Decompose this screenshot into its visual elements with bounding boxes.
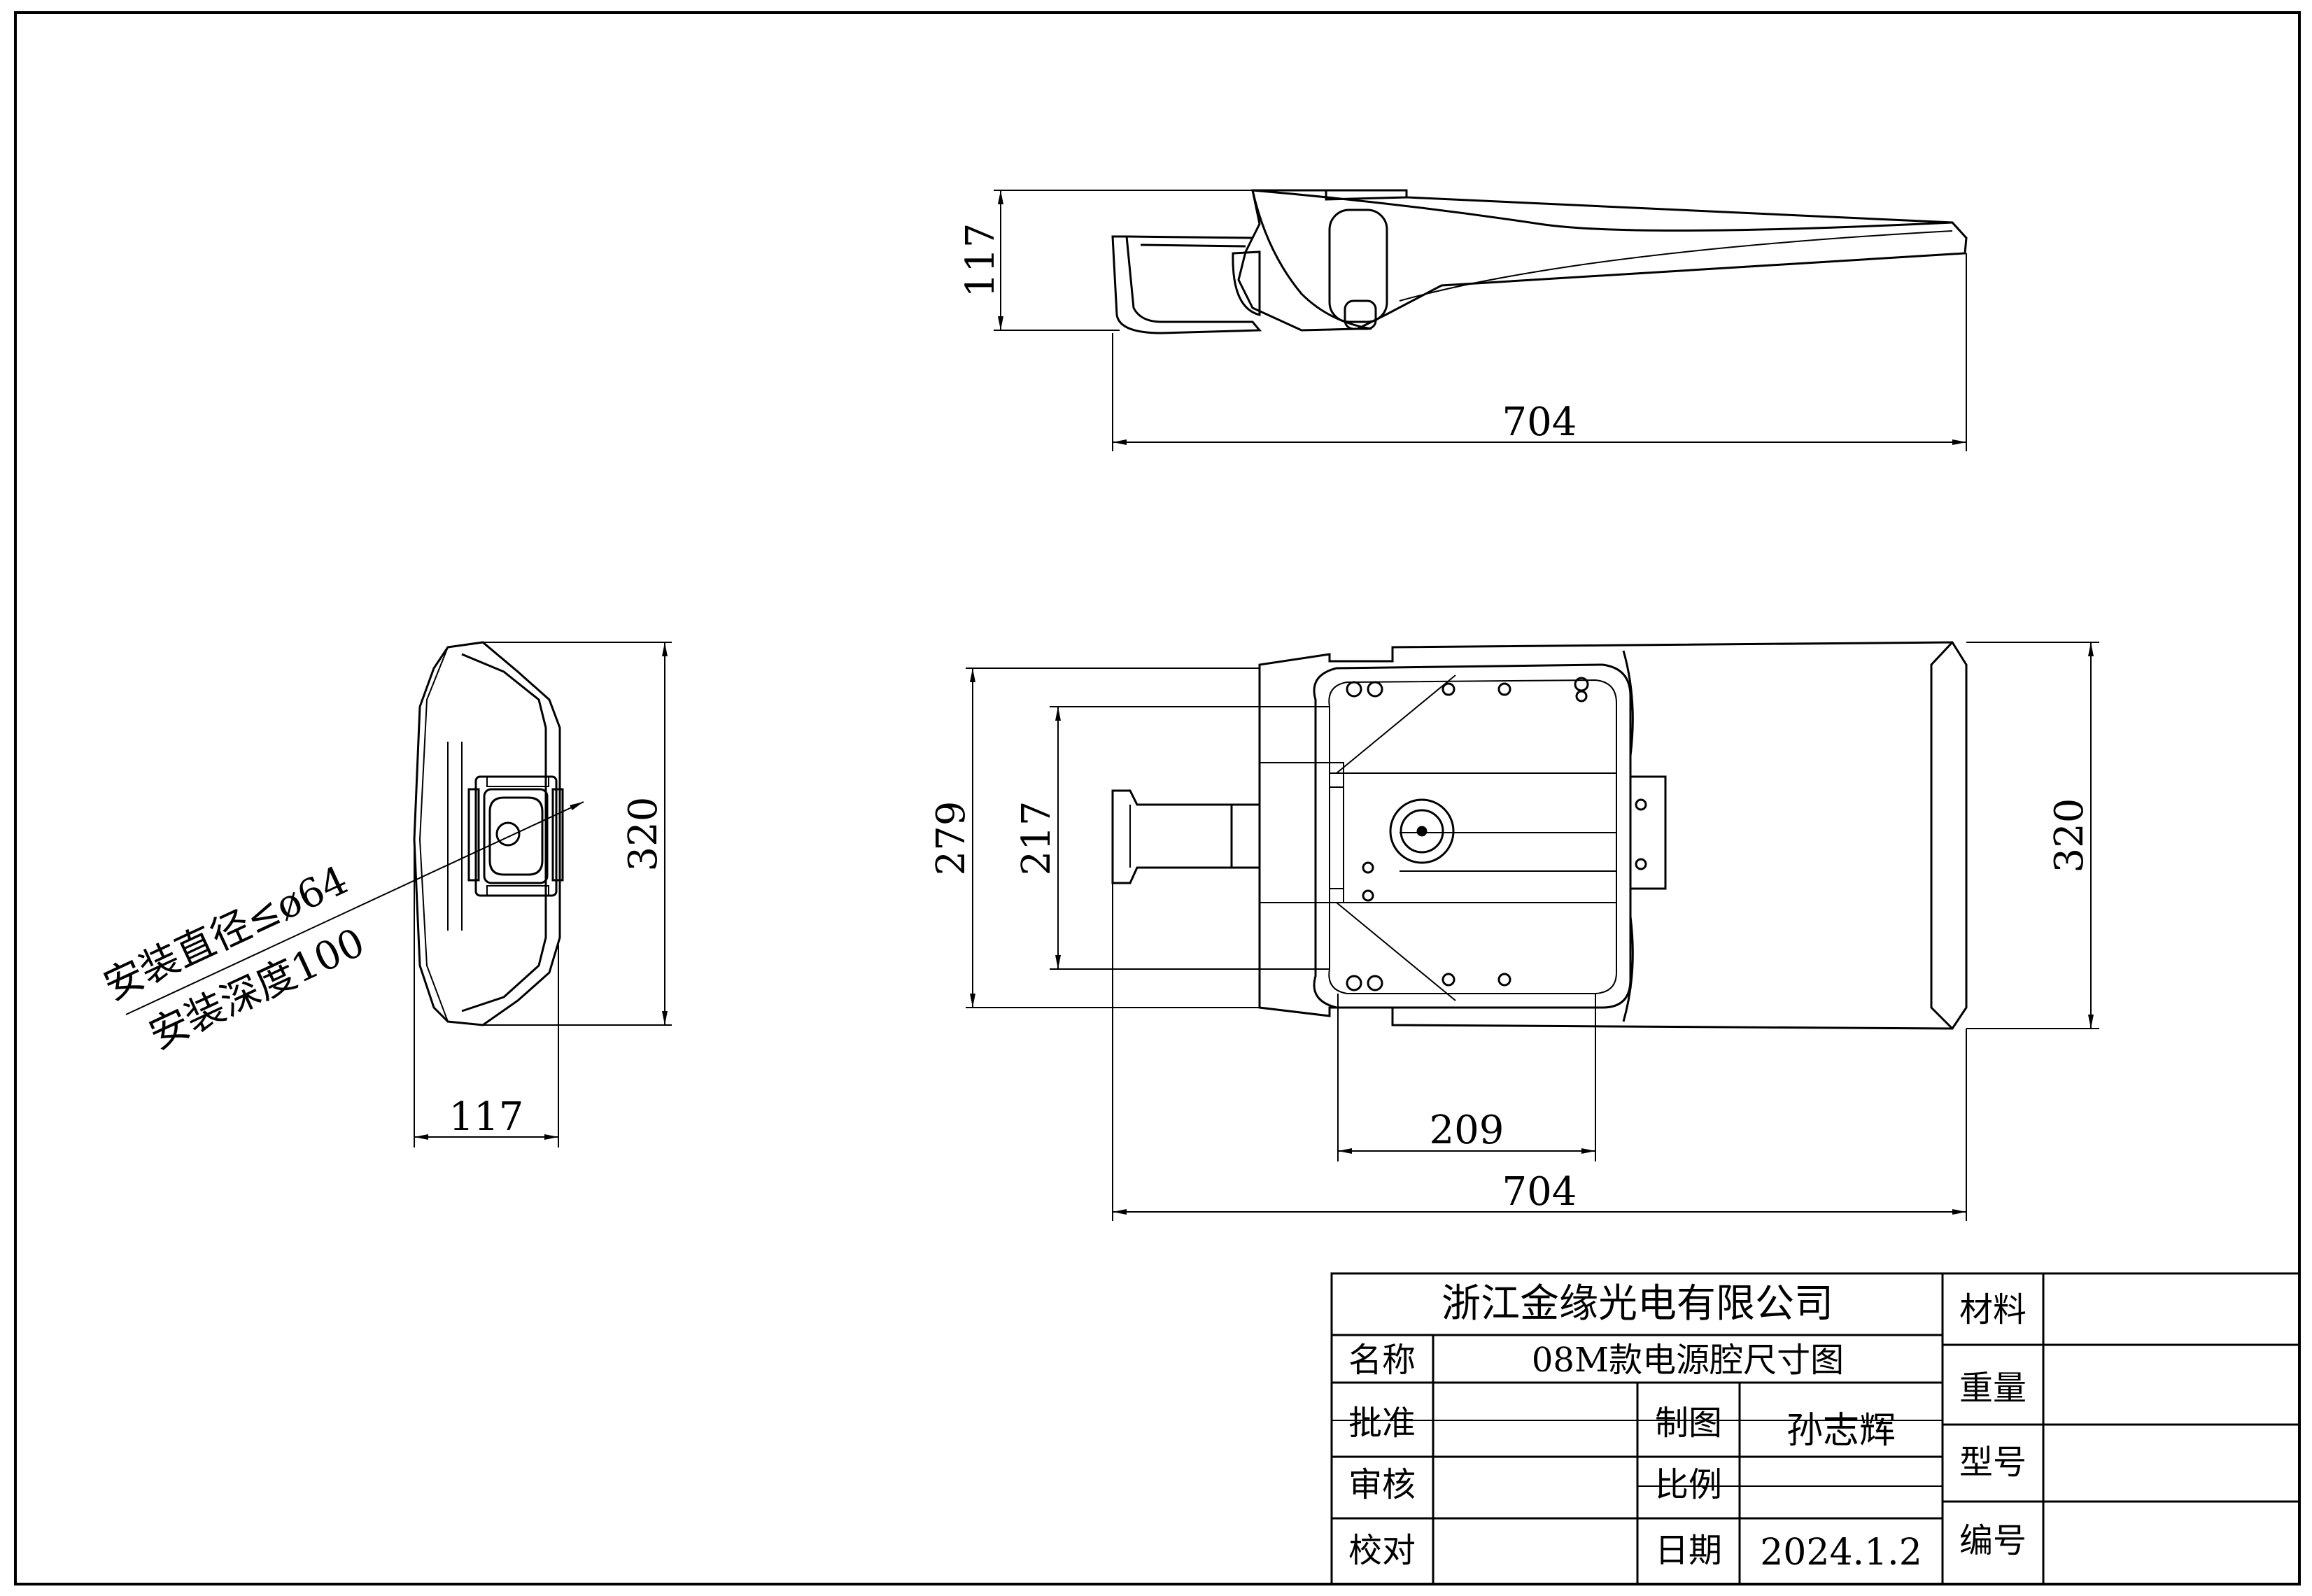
- name-label: 名称: [1348, 1341, 1416, 1380]
- front-view: [413, 641, 564, 1026]
- date-label: 日期: [1655, 1531, 1722, 1570]
- side-view-dimensions: [994, 190, 1967, 451]
- company-name: 浙江金缘光电有限公司: [1442, 1281, 1833, 1327]
- approve-label: 批准: [1348, 1404, 1416, 1443]
- check-label: 校对: [1348, 1531, 1416, 1570]
- date-value: 2024.1.2: [1760, 1532, 1922, 1574]
- side-length-dim: 704: [1502, 400, 1577, 445]
- scale-label: 比例: [1655, 1465, 1722, 1504]
- side-height-dim: 117: [958, 223, 1003, 298]
- plan-cavity-length-dim: 209: [1430, 1108, 1504, 1153]
- plan-bracket-outer-dim: 279: [929, 801, 974, 876]
- side-view: [1111, 189, 1968, 334]
- material-label: 材料: [1959, 1290, 2026, 1329]
- plan-bracket-inner-dim: 217: [1014, 801, 1059, 876]
- draw-label: 制图: [1655, 1404, 1722, 1443]
- title-block: [1330, 1272, 2301, 1586]
- drafter-name: 孙志辉: [1786, 1410, 1896, 1452]
- number-label: 编号: [1959, 1521, 2026, 1560]
- weight-label: 重量: [1959, 1369, 2026, 1408]
- front-width-dim: 320: [621, 797, 666, 872]
- drawing-name: 08M款电源腔尺寸图: [1532, 1341, 1844, 1380]
- plan-length-dim: 704: [1502, 1169, 1577, 1215]
- drawing-border: [14, 11, 2301, 1586]
- plan-width-dim: 320: [2047, 798, 2092, 873]
- front-depth-dim: 117: [449, 1094, 524, 1140]
- review-label: 审核: [1348, 1465, 1416, 1504]
- plan-view-dimensions: [966, 642, 2099, 1221]
- front-view-dimensions: [125, 642, 672, 1147]
- plan-view: [1111, 641, 1968, 1030]
- model-label: 型号: [1959, 1443, 2026, 1482]
